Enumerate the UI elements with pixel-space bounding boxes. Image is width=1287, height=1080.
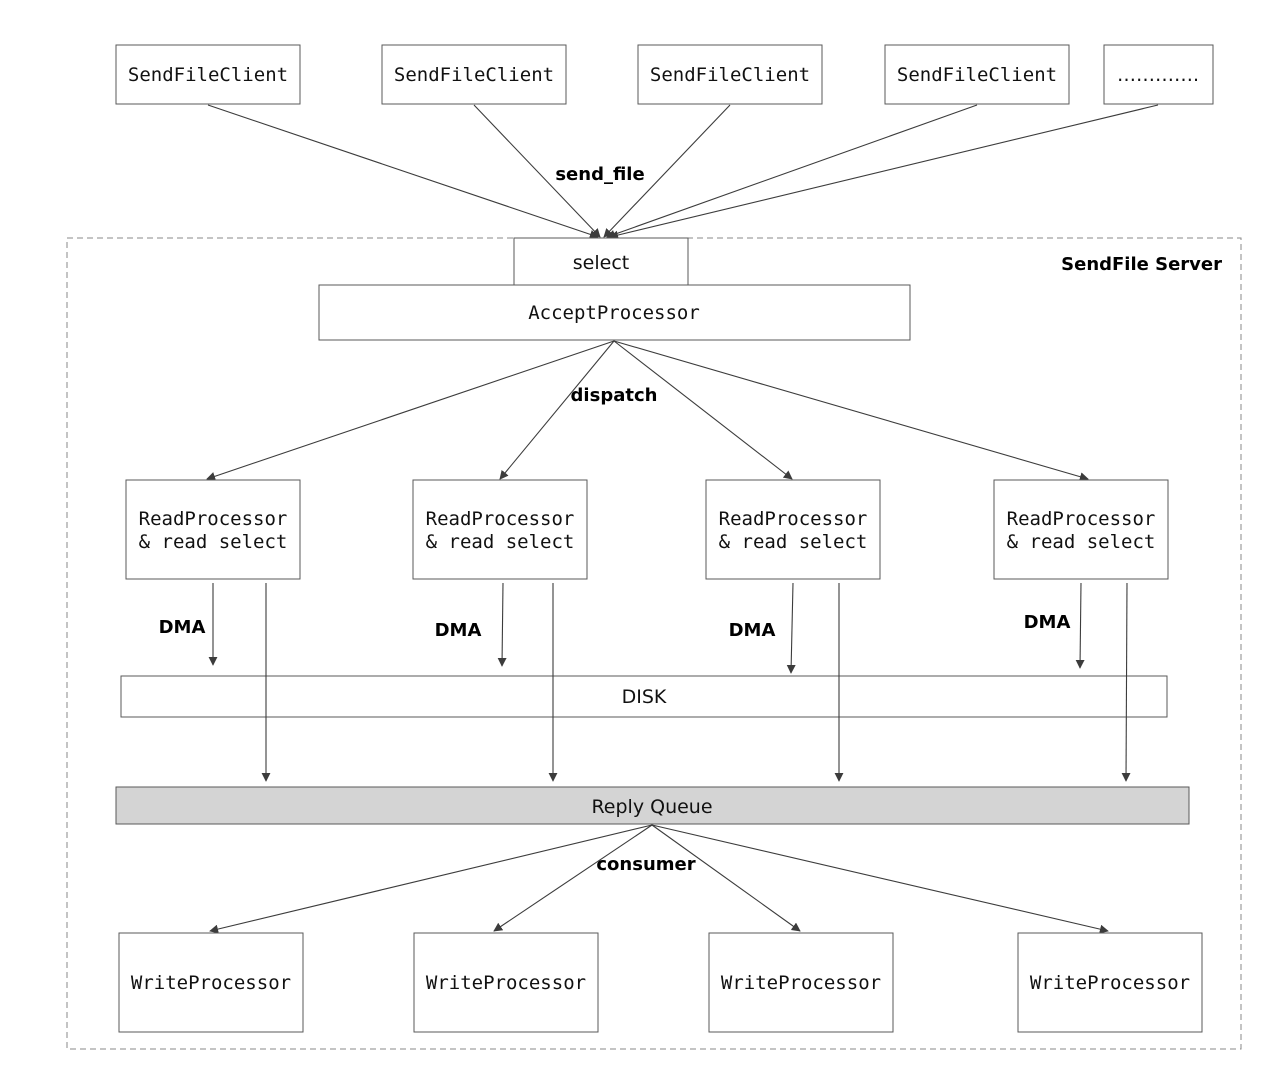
send-file-arrow xyxy=(603,104,731,238)
client-box-more: …………. xyxy=(1103,44,1214,105)
client-label: SendFileClient xyxy=(128,64,288,86)
client-label: SendFileClient xyxy=(394,64,554,86)
dispatch-arrow xyxy=(206,340,615,481)
client-more-label: …………. xyxy=(1117,64,1199,86)
dma-arrow xyxy=(497,582,507,667)
dma-arrow xyxy=(786,582,796,674)
dispatch-label: dispatch xyxy=(571,385,658,406)
accept-processor-label: AcceptProcessor xyxy=(528,302,700,324)
dispatch-arrow xyxy=(499,340,615,480)
accept-processor-box: AcceptProcessor xyxy=(318,284,911,341)
read-processor-label: ReadProcessor xyxy=(719,508,868,530)
send-file-arrow xyxy=(606,104,978,239)
read-processor-sublabel: & read select xyxy=(719,531,868,553)
select-box: select xyxy=(513,237,689,286)
write-processor-label: WriteProcessor xyxy=(131,972,291,994)
select-label: select xyxy=(573,252,629,274)
send-file-arrow xyxy=(207,104,599,239)
client-box: SendFileClient xyxy=(115,44,301,105)
client-box: SendFileClient xyxy=(381,44,567,105)
client-box: SendFileClient xyxy=(637,44,823,105)
write-processor-box: WriteProcessor xyxy=(1017,932,1203,1033)
consumer-label: consumer xyxy=(596,854,695,875)
send-file-label: send_file xyxy=(555,164,644,185)
write-processor-box: WriteProcessor xyxy=(708,932,894,1033)
write-processor-box: WriteProcessor xyxy=(413,932,599,1033)
server-title: SendFile Server xyxy=(1061,254,1222,275)
dma-arrow xyxy=(1075,582,1085,669)
disk-box: DISK xyxy=(120,675,1168,718)
reply-queue-label: Reply Queue xyxy=(591,796,712,818)
send-file-arrow xyxy=(473,104,601,238)
client-label: SendFileClient xyxy=(897,64,1057,86)
read-processor-sublabel: & read select xyxy=(426,531,575,553)
read-processor-box: ReadProcessor & read select xyxy=(125,479,301,580)
read-processor-label: ReadProcessor xyxy=(139,508,288,530)
reply-arrow xyxy=(1121,582,1131,782)
read-processor-label: ReadProcessor xyxy=(1007,508,1156,530)
consumer-arrow xyxy=(651,824,1109,934)
client-label: SendFileClient xyxy=(650,64,810,86)
disk-label: DISK xyxy=(622,686,667,708)
dma-label: DMA xyxy=(159,617,206,638)
read-processor-label: ReadProcessor xyxy=(426,508,575,530)
read-processor-box: ReadProcessor & read select xyxy=(993,479,1169,580)
read-processor-sublabel: & read select xyxy=(139,531,288,553)
sendfile-server-frame xyxy=(66,237,1242,1050)
dma-label: DMA xyxy=(729,620,776,641)
dma-label: DMA xyxy=(1024,612,1071,633)
consumer-arrow xyxy=(493,824,653,932)
read-processor-sublabel: & read select xyxy=(1007,531,1156,553)
consumer-arrow xyxy=(209,824,653,934)
read-processor-box: ReadProcessor & read select xyxy=(705,479,881,580)
dispatch-arrow xyxy=(613,340,1089,482)
consumer-arrow xyxy=(651,824,801,932)
dispatch-arrow xyxy=(613,340,793,480)
write-processor-box: WriteProcessor xyxy=(118,932,304,1033)
write-processor-label: WriteProcessor xyxy=(426,972,586,994)
read-processor-box: ReadProcessor & read select xyxy=(412,479,588,580)
dma-label: DMA xyxy=(435,620,482,641)
write-processor-label: WriteProcessor xyxy=(721,972,881,994)
reply-queue-box: Reply Queue xyxy=(115,786,1190,825)
send-file-arrow xyxy=(609,104,1159,240)
write-processor-label: WriteProcessor xyxy=(1030,972,1190,994)
client-box: SendFileClient xyxy=(884,44,1070,105)
